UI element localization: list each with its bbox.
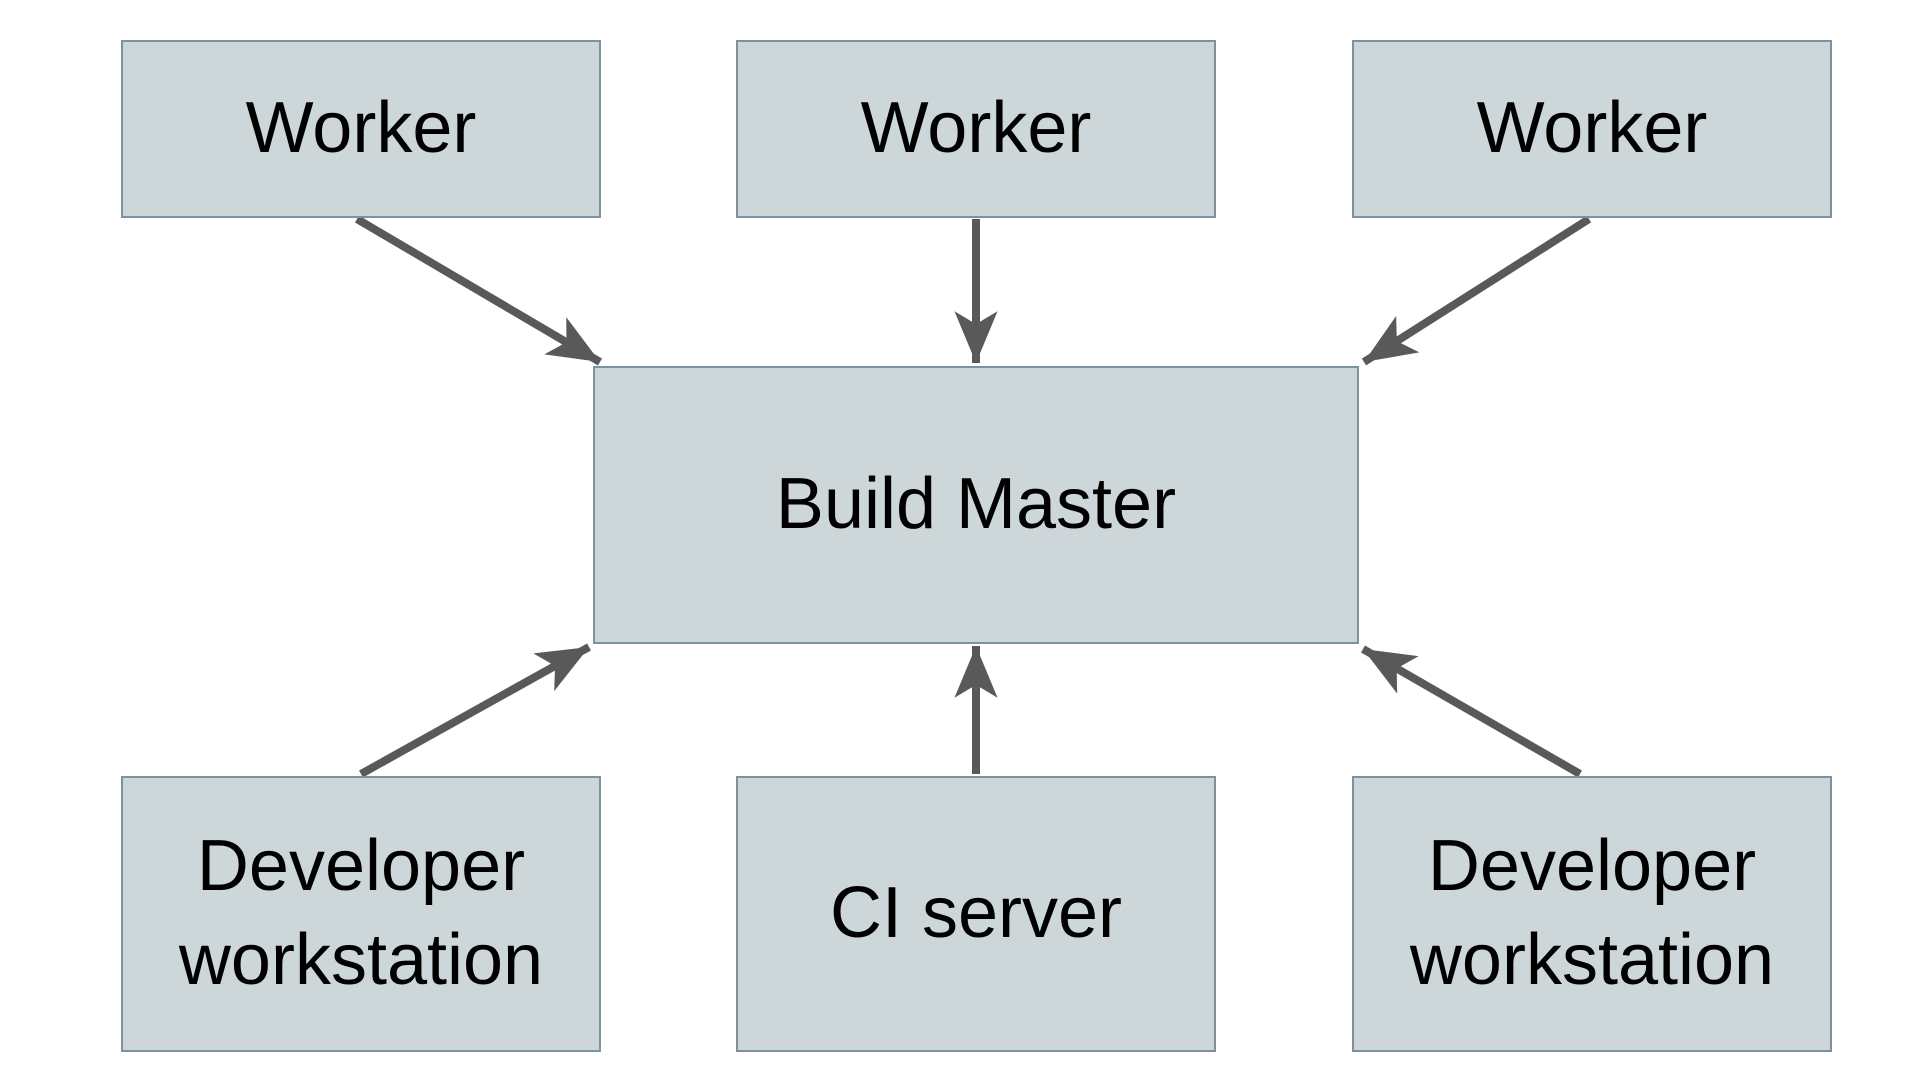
arrow-developer-workstation-left-to-build-master [359,643,591,778]
node-build-master: Build Master [593,366,1359,644]
node-worker-2-label: Worker [860,88,1092,169]
node-developer-workstation-right: Developer workstation [1352,776,1832,1052]
node-build-master-label: Build Master [775,464,1177,545]
arrow-worker-1-to-build-master [354,215,603,366]
node-developer-workstation-left: Developer workstation [121,776,601,1052]
node-developer-workstation-left-label: Developer workstation [178,826,544,1000]
arrow-worker-3-to-build-master [1361,215,1592,366]
node-worker-1: Worker [121,40,601,218]
node-worker-2: Worker [736,40,1216,218]
node-ci-server-label: CI server [829,873,1123,954]
node-worker-3-label: Worker [1476,88,1708,169]
arrow-developer-workstation-right-to-build-master [1361,645,1582,778]
node-developer-workstation-right-label: Developer workstation [1409,826,1775,1000]
node-worker-1-label: Worker [245,88,477,169]
node-worker-3: Worker [1352,40,1832,218]
node-ci-server: CI server [736,776,1216,1052]
